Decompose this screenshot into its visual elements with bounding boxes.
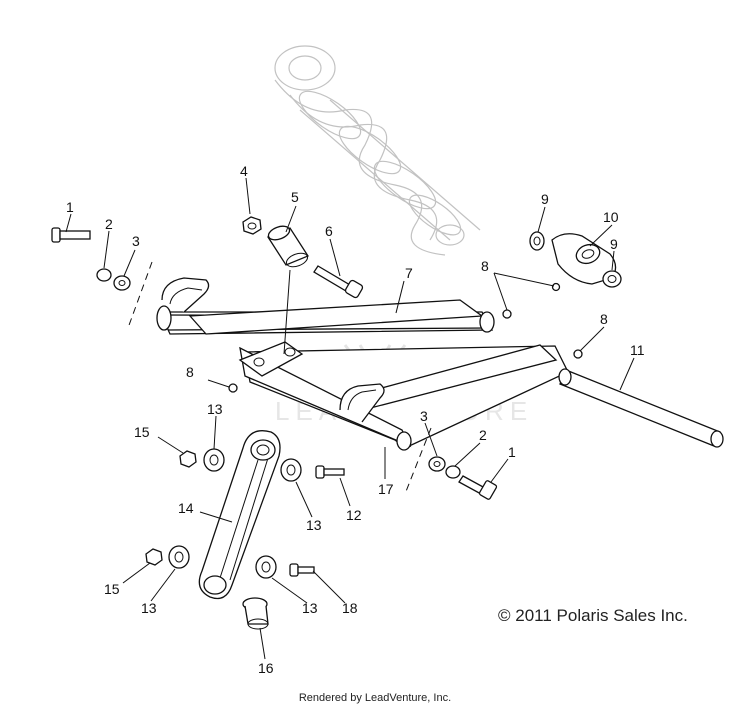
leader-lines <box>65 177 635 660</box>
long-shaft <box>558 368 724 448</box>
nut-15a <box>179 450 197 468</box>
callout-13-bottom-right: 13 <box>302 600 318 616</box>
link-bushing-top <box>250 439 276 461</box>
washer-9a <box>529 231 545 251</box>
callout-13-bottom-left: 13 <box>141 600 157 616</box>
callout-16: 16 <box>258 660 274 676</box>
callout-8-left: 8 <box>186 364 194 380</box>
callout-18: 18 <box>342 600 358 616</box>
bushing-top <box>267 225 309 268</box>
bolt-top <box>313 265 364 299</box>
bolt-left <box>51 227 91 243</box>
grease-fitting-4 <box>228 383 238 393</box>
callout-2-right: 2 <box>479 427 487 443</box>
clamp-assembly <box>529 231 622 288</box>
washer-left <box>96 268 112 282</box>
rendered-by-footer: Rendered by LeadVenture, Inc. <box>298 692 452 704</box>
callout-4: 4 <box>240 163 248 179</box>
washer-right <box>445 465 461 479</box>
callout-2-left: 2 <box>105 216 113 232</box>
washer-13a <box>203 448 225 472</box>
callout-labels: 1 2 3 4 5 6 7 8 9 10 9 8 11 8 13 15 3 2 … <box>66 163 645 676</box>
washer-13d <box>255 555 277 579</box>
a-arm <box>156 277 569 451</box>
washer-13c <box>168 545 190 569</box>
flat-washer-left <box>113 275 131 291</box>
callout-3-left: 3 <box>132 233 140 249</box>
callout-10: 10 <box>603 209 619 225</box>
washer-13b <box>280 458 302 482</box>
callout-5: 5 <box>291 189 299 205</box>
callout-15-top: 15 <box>134 424 150 440</box>
link-arm <box>198 430 281 600</box>
callout-8-right: 8 <box>600 311 608 327</box>
copyright-notice: © 2011 Polaris Sales Inc. <box>498 606 688 625</box>
callout-9-top: 9 <box>541 191 549 207</box>
callout-13-mid: 13 <box>306 517 322 533</box>
callout-8-top: 8 <box>481 258 489 274</box>
callout-11: 11 <box>630 342 645 358</box>
nut-top <box>242 216 262 235</box>
shock-absorber-ghost <box>274 45 481 256</box>
callout-15-bottom: 15 <box>104 581 120 597</box>
callout-7: 7 <box>405 265 413 281</box>
callout-13-top: 13 <box>207 401 223 417</box>
bushing-16 <box>242 597 269 630</box>
callout-1-left: 1 <box>66 199 74 215</box>
link-bushing-bottom <box>203 575 227 595</box>
callout-12: 12 <box>346 507 362 523</box>
callout-6: 6 <box>325 223 333 239</box>
callout-1-right: 1 <box>508 444 516 460</box>
separator-line-left <box>127 261 153 329</box>
nut-15b <box>145 548 163 566</box>
bolt-12 <box>315 465 345 479</box>
washer-9b <box>602 270 622 288</box>
grease-fitting-2 <box>551 282 561 292</box>
bolt-right <box>458 475 498 500</box>
callout-9-right: 9 <box>610 236 618 252</box>
grease-fitting-1 <box>502 309 512 319</box>
bolt-18 <box>289 563 315 577</box>
flat-washer-right <box>428 456 446 472</box>
callout-3-right: 3 <box>420 408 428 424</box>
callout-17: 17 <box>378 481 394 497</box>
grease-fitting-3 <box>573 349 583 359</box>
callout-14: 14 <box>178 500 194 516</box>
